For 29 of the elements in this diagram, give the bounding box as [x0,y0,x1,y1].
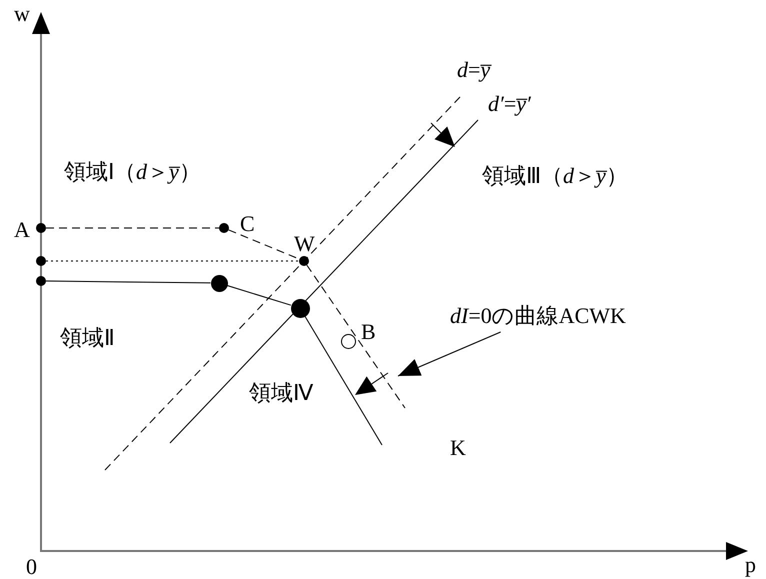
point-label: W [294,232,315,256]
leader-arrow [398,332,502,376]
point-dot [210,274,228,292]
region-label: 領域Ⅱ [60,326,115,350]
axis-label: p [745,553,756,577]
point-label: A [14,218,30,242]
curve-line [46,280,211,284]
axis-label: w [14,2,30,26]
curve-line [46,260,300,262]
region-label: 領域Ⅳ [249,381,313,405]
point-label: K [450,436,466,460]
line-label: d=y̅ [457,58,490,82]
curve-line [226,285,292,306]
point-dot [36,276,46,286]
point-dot [36,256,46,266]
point-label: B [361,320,376,344]
axis-label: 0 [26,555,37,579]
curve-line [306,264,406,408]
region-label: 領域Ⅰ（d＞y̅） [64,160,201,184]
point-dot [299,256,309,266]
point-dot [36,223,46,233]
point-label: C [240,212,255,236]
curve-label: dI=0の曲線ACWK [450,300,626,332]
line-label: d′=y̅′ [488,92,531,116]
region-label: 領域Ⅲ（d＞y̅） [482,164,628,188]
point-dot [219,223,229,233]
open-circle [340,334,356,348]
point-dot [290,298,310,318]
curve-line [304,316,382,446]
